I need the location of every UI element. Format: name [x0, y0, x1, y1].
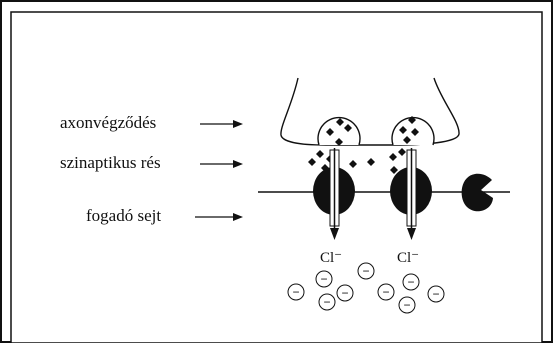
label-synaptic-cleft: szinaptikus rés	[60, 153, 161, 172]
anion-particle: −	[288, 284, 304, 300]
anion-particle: −	[337, 285, 353, 301]
anion-particle: −	[319, 294, 335, 310]
anion-particle: −	[316, 271, 332, 287]
anion-minus-sign: −	[341, 286, 348, 300]
inner-frame	[11, 12, 542, 343]
anion-minus-sign: −	[382, 285, 389, 299]
anion-particle: −	[358, 263, 374, 279]
chloride-label-right: Cl⁻	[397, 250, 419, 266]
anion-minus-sign: −	[362, 264, 369, 278]
anion-minus-sign: −	[432, 287, 439, 301]
anion-minus-sign: −	[407, 275, 414, 289]
anion-particle: −	[428, 286, 444, 302]
label-axon-terminal: axonvégződés	[60, 113, 156, 132]
anion-particle: −	[378, 284, 394, 300]
anion-minus-sign: −	[292, 285, 299, 299]
chloride-label-left: Cl⁻	[320, 250, 342, 266]
label-receiving-cell: fogadó sejt	[86, 206, 161, 225]
anion-particle: −	[403, 274, 419, 290]
anion-minus-sign: −	[323, 295, 330, 309]
anion-particle: −	[399, 297, 415, 313]
anion-minus-sign: −	[320, 272, 327, 286]
anion-minus-sign: −	[403, 298, 410, 312]
